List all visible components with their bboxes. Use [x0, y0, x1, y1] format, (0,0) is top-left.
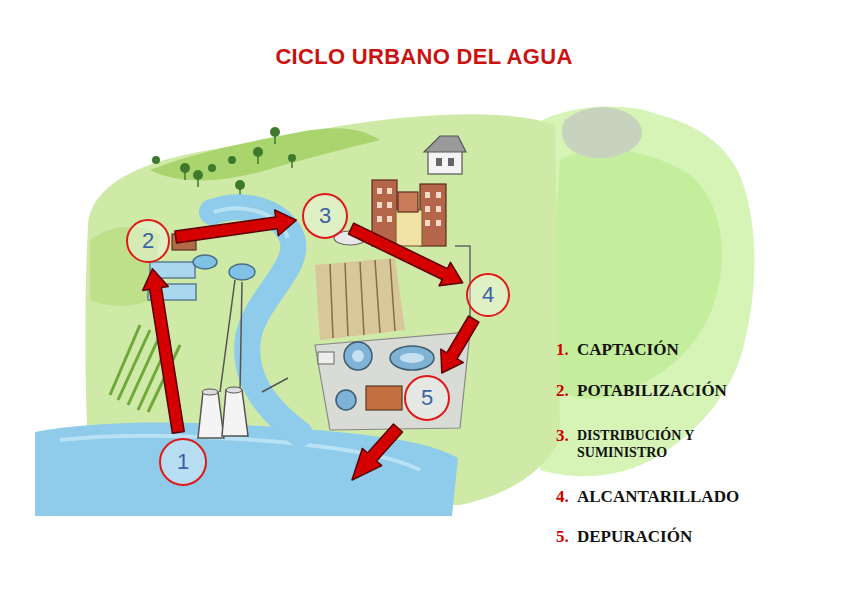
crop-field [315, 258, 405, 340]
treatment-plant [315, 332, 470, 430]
flow-arrow [175, 210, 296, 243]
flow-arrow [441, 316, 479, 373]
step-circle: 4 [466, 273, 510, 317]
legend-step-name: POTABILIZACIÓN [577, 381, 727, 401]
crop-lines [330, 259, 395, 338]
callout-number: 4 [482, 284, 494, 306]
outfall-arrow [352, 424, 403, 480]
legend-number: 3. [556, 426, 569, 446]
trees [152, 127, 296, 190]
callout-number: 5 [421, 387, 433, 409]
intake-towers [198, 280, 288, 438]
legend-number: 5. [556, 527, 569, 547]
legend-number: 4. [556, 487, 569, 507]
step-circle: 2 [126, 219, 170, 263]
diagram-title: CICLO URBANO DEL AGUA [0, 44, 848, 70]
legend-number: 2. [556, 381, 569, 401]
pale-field [545, 149, 722, 399]
legend-step-name: ALCANTARILLADO [577, 487, 739, 507]
step-circle: 5 [404, 375, 450, 421]
rock-patch [562, 107, 642, 158]
callout-number: 2 [142, 230, 154, 252]
legend-number: 1. [556, 340, 569, 360]
step-circle: 1 [159, 438, 207, 486]
callout-number: 3 [319, 205, 331, 227]
flow-arrow [349, 223, 463, 286]
legend-step-name: DEPURACIÓN [577, 527, 692, 547]
legend-step-name: DISTRIBUCIÓN Y SUMINISTRO [577, 428, 727, 462]
legend-step-name: CAPTACIÓN [577, 340, 679, 360]
tree-stems [185, 136, 292, 197]
hill [150, 128, 380, 180]
farmhouse [424, 136, 466, 174]
callout-number: 1 [177, 451, 189, 473]
step-circle: 3 [302, 193, 348, 239]
flow-arrow [143, 269, 185, 434]
